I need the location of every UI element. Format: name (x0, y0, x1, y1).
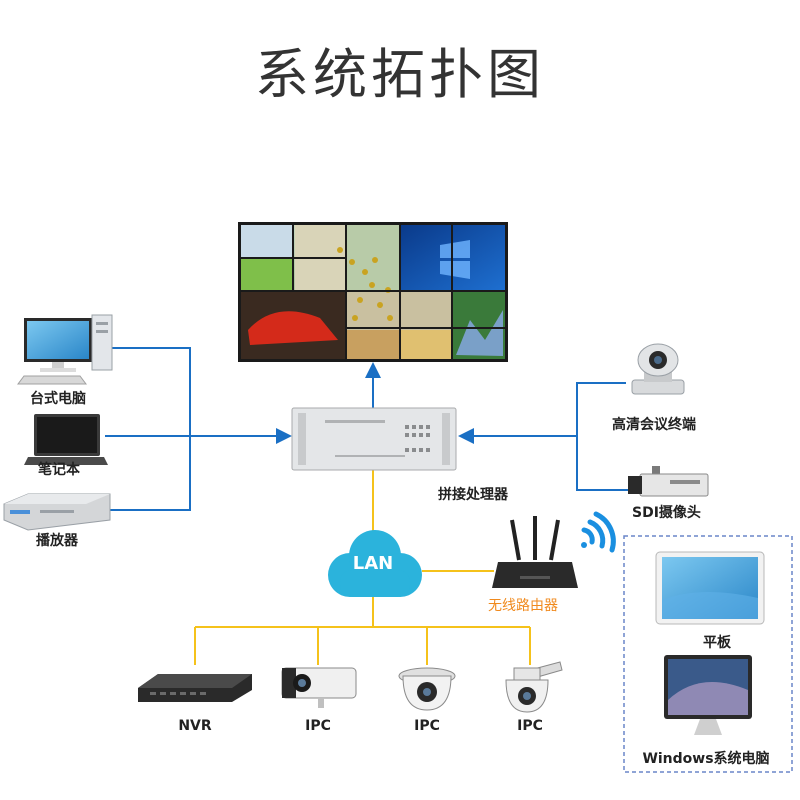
player-label: 播放器 (36, 533, 78, 549)
ipc3-label: IPC (517, 718, 543, 734)
right-input-links (458, 382, 630, 491)
conference-label: 高清会议终端 (612, 417, 696, 433)
tablet-label: 平板 (703, 635, 731, 651)
link-desktop-player (110, 347, 191, 511)
tablet (655, 551, 765, 625)
video-wall (238, 222, 508, 362)
sdi-camera-label: SDI摄像头 (632, 505, 701, 521)
wireless-device-group (623, 535, 793, 773)
page-title: 系统拓扑图 (255, 43, 545, 106)
laptop-label: 笔记本 (38, 462, 80, 478)
link-conference-camera (576, 382, 630, 491)
splicing-processor (291, 407, 457, 471)
desktop-label: 台式电脑 (30, 391, 86, 407)
conference-terminal (631, 343, 685, 395)
nvr (138, 674, 252, 702)
lan-cloud (328, 530, 422, 597)
wifi-icon (581, 511, 616, 553)
ipc-bullet-camera (281, 667, 357, 708)
sdi-camera (628, 466, 709, 497)
windows-pc (664, 655, 752, 735)
media-player (3, 493, 111, 531)
windows-pc-label: Windows系统电脑 (642, 751, 770, 767)
lan-links (194, 470, 531, 665)
laptop (24, 414, 108, 465)
desktop-pc (17, 314, 113, 385)
processor-label: 拼接处理器 (438, 487, 508, 503)
nvr-label: NVR (178, 718, 212, 734)
ipc2-label: IPC (414, 718, 440, 734)
ipc-ptz-camera (505, 661, 563, 713)
left-input-links (105, 347, 292, 511)
router-label: 无线路由器 (488, 598, 558, 614)
ipc-dome-camera (398, 667, 456, 711)
ipc1-label: IPC (305, 718, 331, 734)
wireless-router (492, 516, 578, 588)
lan-label: LAN (352, 553, 394, 574)
